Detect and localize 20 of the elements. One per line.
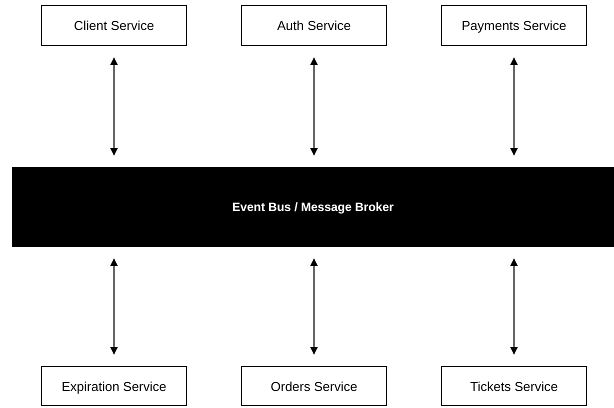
double-arrow <box>110 57 118 156</box>
node-label: Event Bus / Message Broker <box>232 200 394 214</box>
node-label: Orders Service <box>270 378 358 394</box>
message-bus-bar <box>12 167 614 247</box>
service-box <box>41 366 187 406</box>
double-arrow <box>510 258 518 355</box>
double-arrow <box>310 258 318 355</box>
service-box <box>241 366 387 406</box>
double-arrow <box>110 258 118 355</box>
node-label: Expiration Service <box>62 378 166 394</box>
node-label: Client Service <box>74 18 154 33</box>
service-box <box>41 5 187 46</box>
service-box <box>241 5 387 46</box>
node-label: Payments Service <box>462 18 566 33</box>
double-arrow <box>310 57 318 156</box>
service-box <box>441 5 587 46</box>
service-box <box>441 366 587 406</box>
node-label: Tickets Service <box>470 378 558 394</box>
double-arrow <box>510 57 518 156</box>
node-label: Auth Service <box>277 18 351 33</box>
